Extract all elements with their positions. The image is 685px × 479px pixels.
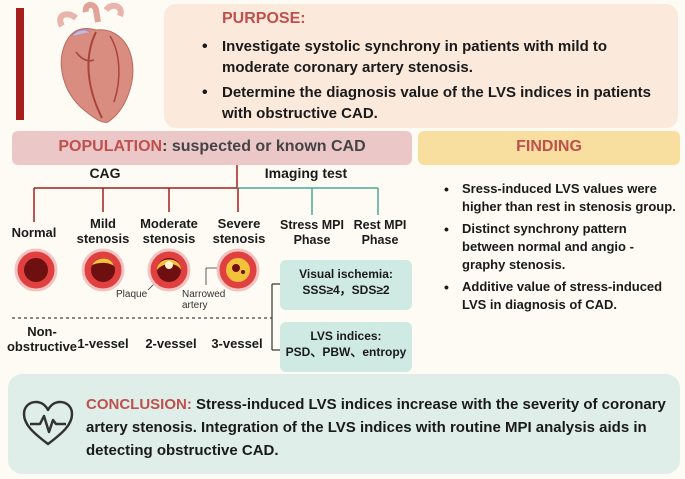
- rest-phase-line2: Phase: [361, 233, 399, 247]
- category-mild-line2: stenosis: [76, 231, 130, 246]
- category-mild-line1: Mild: [90, 216, 116, 231]
- artery-cross-section-icon: [14, 248, 58, 292]
- finding-item: Distinct synchrony pattern between norma…: [440, 220, 676, 274]
- stress-mpi-phase-label: Stress MPI Phase: [272, 218, 352, 248]
- category-normal-label: Normal: [11, 225, 57, 240]
- stress-phase-line2: Phase: [293, 233, 331, 247]
- finding-panel: [418, 131, 680, 165]
- lvs-indices-title: LVS indices:: [310, 329, 382, 343]
- conclusion-panel: [8, 374, 680, 474]
- narrowed-label-line1: Narrowed: [182, 289, 226, 300]
- category-severe-line2: stenosis: [212, 231, 266, 246]
- population-panel: [12, 131, 412, 165]
- visual-ischemia-criteria: SSS≥4，SDS≥2: [302, 283, 390, 297]
- purpose-item: Determine the diagnosis value of the LVS…: [196, 82, 666, 124]
- imaging-test-title: Imaging test: [264, 165, 348, 181]
- category-moderate-label: Moderate stenosis: [134, 216, 204, 246]
- finding-title: FINDING: [516, 138, 582, 155]
- accent-bar: [16, 8, 24, 120]
- vessel-1-label: 1-vessel: [77, 336, 129, 351]
- stress-phase-line1: Stress MPI: [280, 218, 344, 232]
- vessel-nonobstructive-label: Non- obstructive: [6, 324, 78, 354]
- conclusion-body: Stress-induced LVS indices increase with…: [86, 396, 666, 459]
- purpose-list: Investigate systolic synchrony in patien…: [196, 36, 666, 128]
- vessel-label-line2: obstructive: [6, 339, 78, 354]
- lvs-indices-list: PSD、PBW、entropy: [285, 345, 407, 359]
- population-heading: POPULATION: suspected or known CAD: [12, 138, 412, 156]
- conclusion-text: CONCLUSION: Stress-induced LVS indices i…: [86, 393, 666, 462]
- finding-list: Sress-induced LVS values were higher tha…: [440, 180, 676, 318]
- vessel-2-label: 2-vessel: [145, 336, 197, 351]
- heartbeat-icon: [22, 400, 74, 446]
- category-moderate-line2: stenosis: [142, 231, 196, 246]
- heart-anatomy-icon: [57, 2, 134, 123]
- narrowed-artery-label: Narrowed artery: [182, 289, 225, 311]
- rest-mpi-phase-label: Rest MPI Phase: [346, 218, 414, 248]
- finding-item: Sress-induced LVS values were higher tha…: [440, 180, 676, 216]
- lvs-indices-box: LVS indices: PSD、PBW、entropy: [280, 322, 412, 372]
- artery-cross-section-icon: [147, 248, 191, 292]
- artery-cross-section-icon: [216, 248, 260, 292]
- purpose-title: PURPOSE:: [222, 10, 306, 27]
- conclusion-label: CONCLUSION:: [86, 396, 192, 413]
- plaque-label: Plaque: [116, 289, 148, 300]
- population-label: POPULATION: [58, 138, 163, 155]
- finding-item: Additive value of stress-induced LVS in …: [440, 278, 676, 314]
- population-description: : suspected or known CAD: [162, 138, 366, 155]
- category-severe-label: Severe stenosis: [204, 216, 274, 246]
- purpose-item: Investigate systolic synchrony in patien…: [196, 36, 666, 78]
- category-mild-label: Mild stenosis: [68, 216, 138, 246]
- rest-phase-line1: Rest MPI: [353, 218, 407, 232]
- vessel-3-label: 3-vessel: [211, 336, 263, 351]
- artery-cross-section-icon: [81, 248, 125, 292]
- vessel-label-line1: Non-: [27, 324, 57, 339]
- visual-ischemia-box: Visual ischemia: SSS≥4，SDS≥2: [280, 260, 412, 310]
- category-severe-line1: Severe: [217, 216, 261, 231]
- category-moderate-line1: Moderate: [140, 216, 198, 231]
- narrowed-label-line2: artery: [182, 300, 208, 311]
- cag-title: CAG: [89, 165, 121, 181]
- visual-ischemia-title: Visual ischemia:: [299, 267, 393, 281]
